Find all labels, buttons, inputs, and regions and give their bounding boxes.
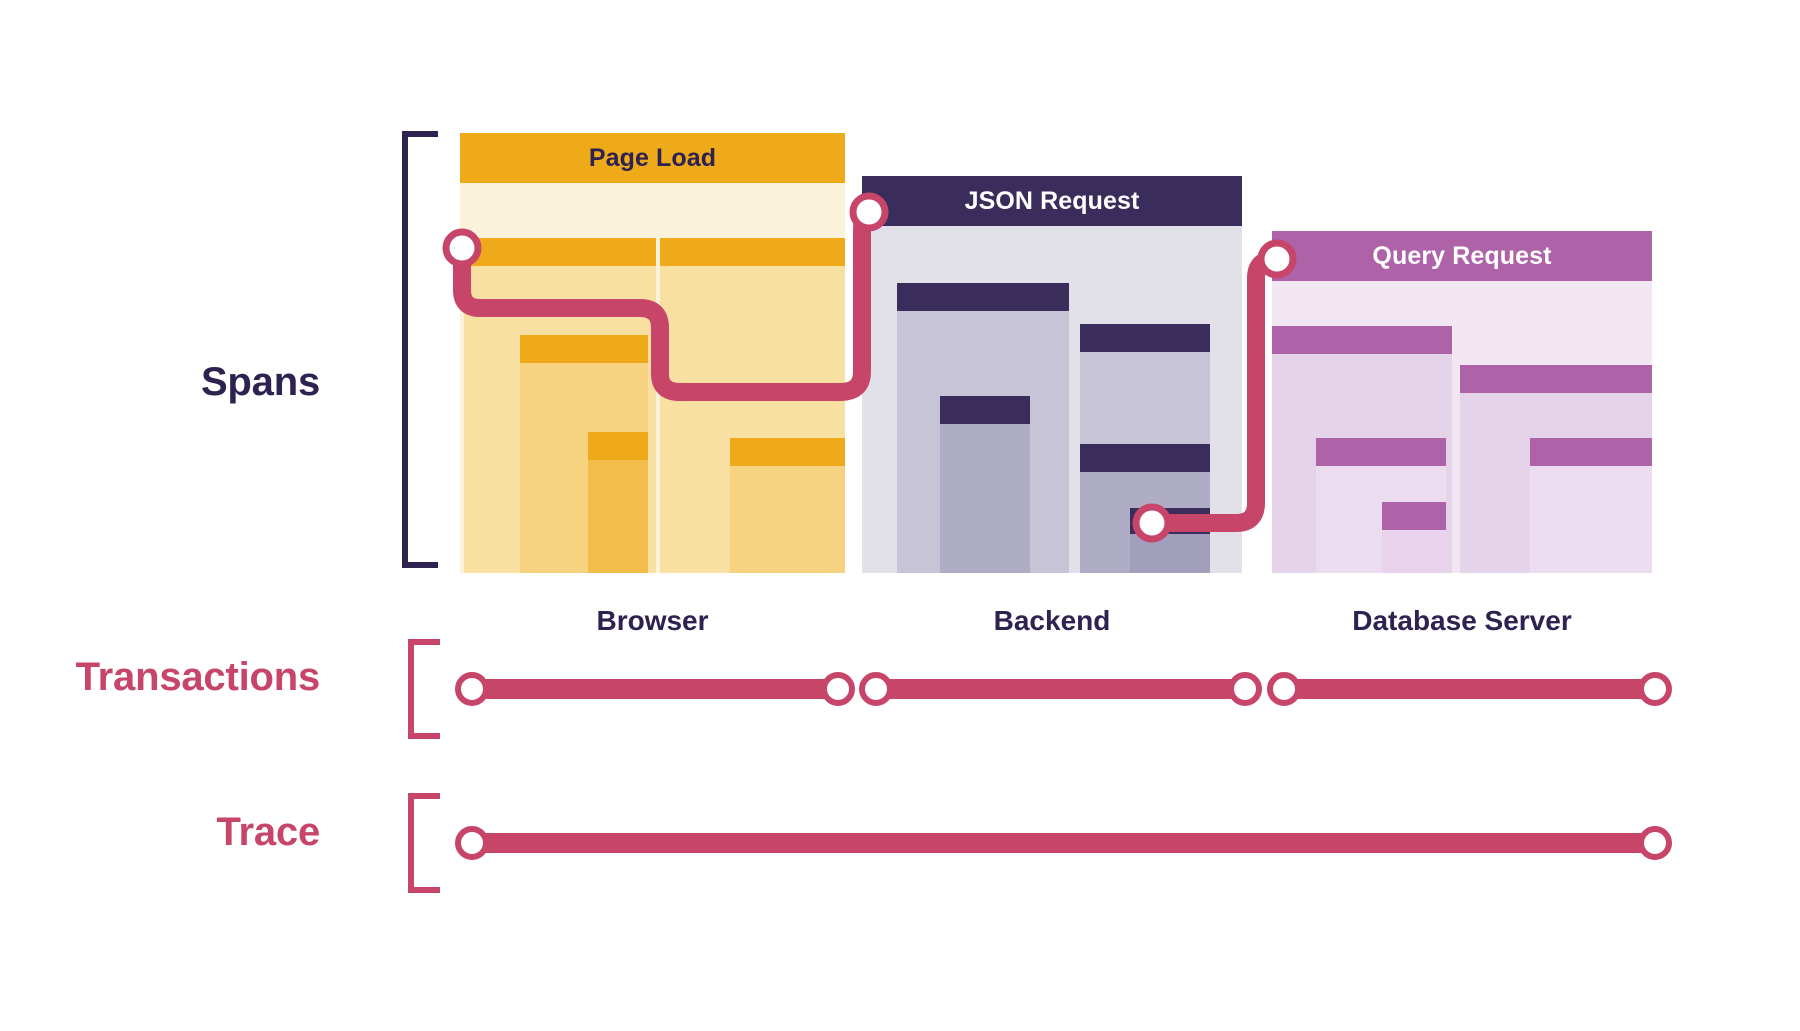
span-cap [588,432,648,460]
span-bar-browser-leaf-a[interactable] [588,432,648,573]
browser-group-header[interactable]: Page Load [460,133,845,183]
transaction-dot-database-start[interactable] [1267,672,1301,706]
span-cap [1080,444,1210,472]
span-cap [520,335,648,363]
span-body [1130,534,1210,573]
spans-bracket [402,131,438,568]
span-cap [1460,365,1652,393]
span-body [1382,530,1446,573]
transaction-dot-browser-end[interactable] [821,672,855,706]
transaction-dot-browser-start[interactable] [455,672,489,706]
database-group-header[interactable]: Query Request [1272,231,1652,281]
span-body [588,460,648,573]
span-cap [660,238,845,266]
backend-group-caption: Backend [993,605,1111,636]
span-cap [940,396,1030,424]
span-cap [1272,326,1452,354]
span-bar-backend-db-call[interactable] [1130,508,1210,573]
backend-group-header[interactable]: JSON Request [862,176,1242,226]
span-bar-database-scan[interactable] [1530,438,1652,573]
transaction-line-browser[interactable] [468,679,840,699]
span-cap [730,438,845,466]
trace-line[interactable] [468,833,1660,853]
database-group-header-label: Query Request [1372,241,1552,270]
span-cap [464,238,656,266]
trace-dot-end[interactable] [1638,826,1672,860]
span-cap [897,283,1069,311]
span-cap [1316,438,1446,466]
database-group-caption: Database Server [1352,605,1572,636]
trace-dot-start[interactable] [455,826,489,860]
transaction-line-database[interactable] [1280,679,1660,699]
browser-group-caption: Browser [596,605,709,636]
transaction-line-backend[interactable] [872,679,1248,699]
span-body [940,424,1030,573]
trace-bracket [408,793,440,893]
span-cap [1130,508,1210,534]
span-cap [1530,438,1652,466]
backend-group-header-label: JSON Request [964,186,1140,215]
span-cap [1080,324,1210,352]
spans-row-label: Spans [200,360,320,404]
transactions-row-label: Transactions [75,655,321,699]
transaction-dot-backend-end[interactable] [1228,672,1262,706]
span-body [1530,466,1652,573]
transactions-bracket [408,639,440,739]
transaction-dot-backend-start[interactable] [859,672,893,706]
span-bar-browser-grandchild-b[interactable] [730,438,845,573]
span-bar-database-row[interactable] [1382,502,1446,573]
span-cap [1382,502,1446,530]
span-bar-backend-inner[interactable] [940,396,1030,573]
transaction-dot-database-end[interactable] [1638,672,1672,706]
trace-row-label: Trace [216,810,320,854]
browser-group-header-label: Page Load [588,143,717,172]
span-body [730,466,845,573]
